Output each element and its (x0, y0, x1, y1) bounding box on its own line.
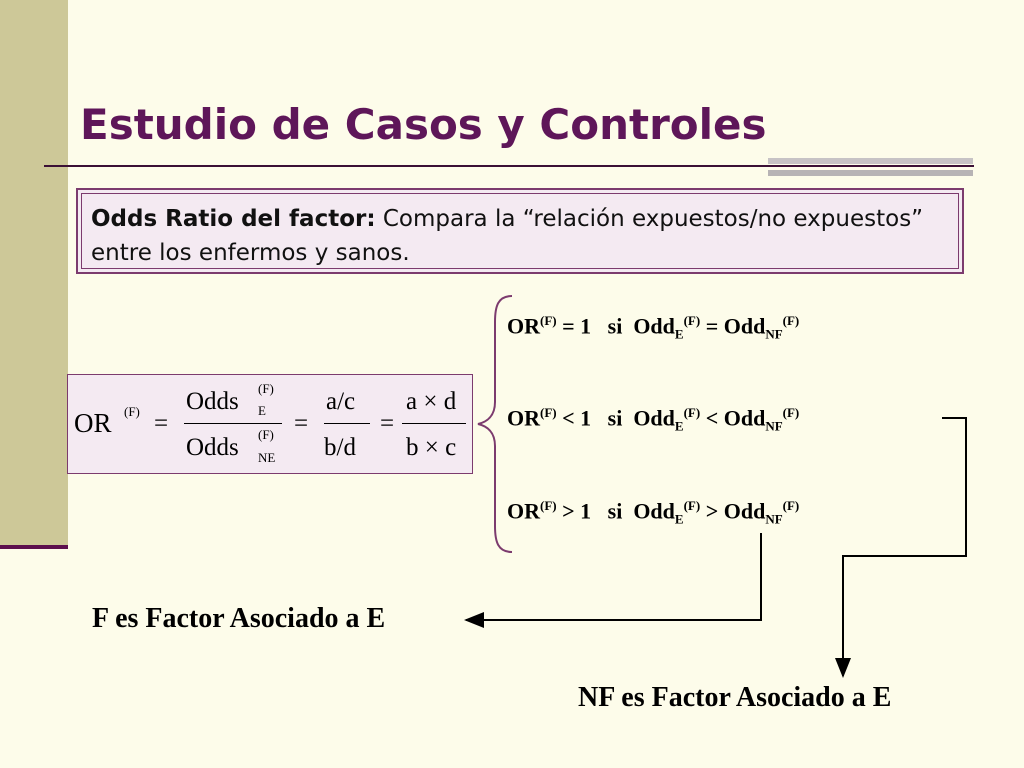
frac1-bar (184, 423, 282, 424)
condition-or-less-1: OR(F) < 1 si OddE(F) < OddNF(F) (507, 405, 800, 434)
definition-term: Odds Ratio del factor: (91, 206, 376, 232)
frac1-numerator: Odds (186, 388, 239, 415)
frac2-bar (324, 423, 370, 424)
arrow-to-f-factor (464, 533, 762, 628)
conditions-brace (477, 295, 513, 553)
odds-ratio-formula: OR (F) = Odds (F) E Odds (F) NE = a/c b/… (67, 374, 473, 474)
frac1-numerator-sup: (F) (258, 381, 274, 396)
frac1-denominator: Odds (186, 434, 239, 461)
definition-text: Odds Ratio del factor: Compara la “relac… (81, 193, 959, 269)
condition-or-equal-1: OR(F) = 1 si OddE(F) = OddNF(F) (507, 313, 800, 342)
frac1-denominator-sup: (F) (258, 427, 274, 442)
formula-equals-3: = (380, 410, 395, 437)
left-decorative-bar (0, 0, 68, 548)
definition-box: Odds Ratio del factor: Compara la “relac… (76, 188, 964, 274)
slide-title: Estudio de Casos y Controles (80, 100, 767, 149)
formula-or-superscript: (F) (124, 404, 140, 419)
formula-or-label: OR (74, 408, 112, 438)
arrow-to-nf-factor (835, 417, 967, 678)
title-underline (44, 165, 974, 167)
frac1-numerator-sub: E (258, 403, 266, 418)
frac2-denominator: b/d (324, 434, 356, 461)
frac3-numerator: a × d (406, 388, 457, 415)
nf-factor-conclusion: NF es Factor Asociado a E (578, 682, 892, 713)
frac1-denominator-sub: NE (258, 450, 276, 465)
condition-or-greater-1: OR(F) > 1 si OddE(F) > OddNF(F) (507, 498, 800, 527)
formula-equals: = (154, 410, 169, 437)
frac3-denominator: b × c (406, 434, 457, 461)
frac3-bar (402, 423, 466, 424)
definition-body: Compara la “relación expuestos/no expues… (91, 206, 924, 266)
frac2-numerator: a/c (326, 388, 356, 415)
title-accent-bar (768, 158, 973, 164)
formula-equals-2: = (294, 410, 309, 437)
left-bar-underline (0, 545, 68, 549)
title-accent-bar (768, 170, 973, 176)
f-factor-conclusion: F es Factor Asociado a E (92, 603, 386, 634)
